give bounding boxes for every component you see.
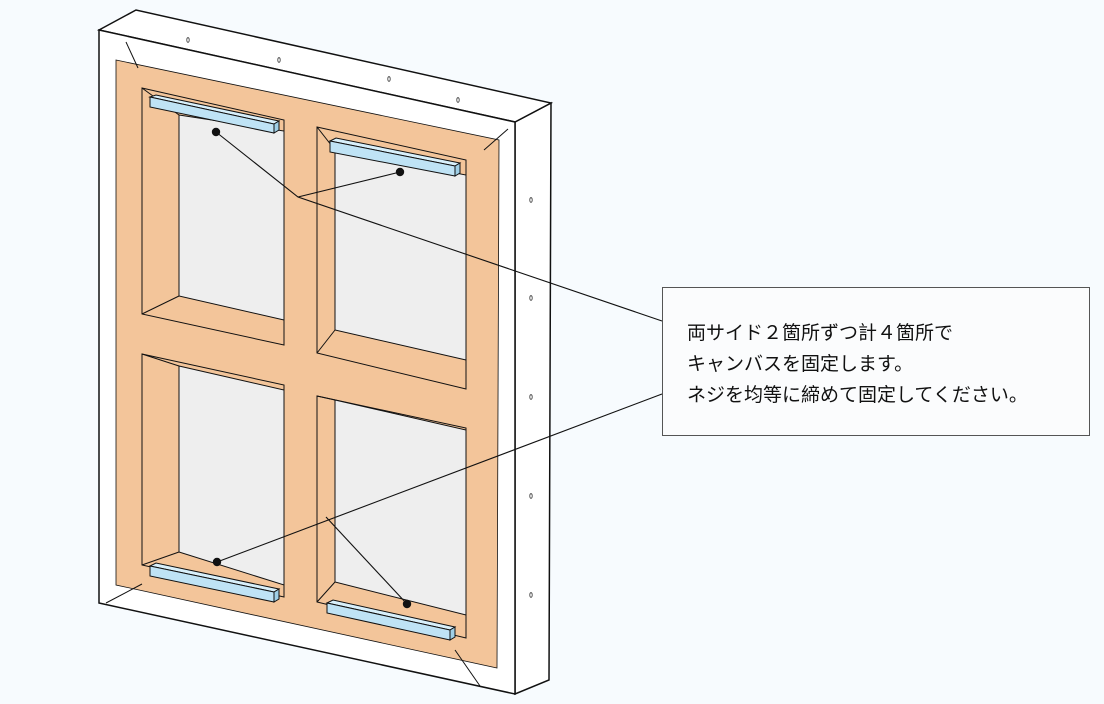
screw-dot-top-left [211,127,221,137]
staple-marks [186,37,533,598]
callout-line-3: ネジを均等に締めて固定してください。 [687,384,1028,406]
panel-bottom-left [178,365,285,586]
callout-line-2: キャンバスを固定します。 [687,353,914,375]
leader-line-bottom [216,393,663,563]
bracket-top-left [148,94,281,134]
panel-top-left [178,114,285,321]
screw-points [211,127,412,609]
bracket-top-right [328,137,462,177]
frame-side-face [514,101,552,696]
leader-line-bottom-right [325,516,408,605]
bracket-bottom-left [148,562,281,603]
frame-corner-marks [105,41,509,687]
leader-line-top-right [297,171,401,198]
screw-dot-bottom-right [402,599,412,609]
callout-line-1: 両サイド２箇所ずつ計４箇所で [687,322,954,344]
panel-bottom-right [334,399,467,616]
mounting-brackets [148,94,462,641]
panel-top-right [334,149,467,361]
screw-dot-bottom-left [212,557,222,567]
instruction-callout-box: 両サイド２箇所ずつ計４箇所で キャンバスを固定します。 ネジを均等に締めて固定し… [662,287,1090,436]
canvas-panels [141,87,467,639]
screw-dot-top-right [395,167,405,177]
bracket-bottom-right [325,599,457,641]
leader-lines [215,131,663,605]
